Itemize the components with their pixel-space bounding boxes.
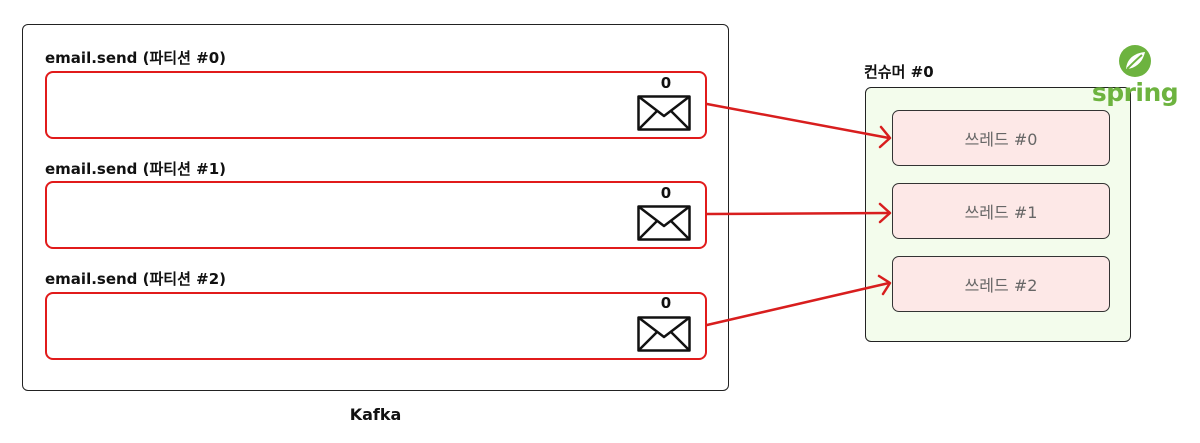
arrow-partition-0-to-thread-0 [705, 102, 891, 140]
thread-0: 쓰레드 #0 [892, 110, 1110, 166]
partition-0-message-count: 0 [660, 74, 672, 92]
consumer-label: 컨슈머 #0 [864, 63, 934, 81]
arrow-partition-1-to-thread-1 [705, 211, 891, 216]
partition-0-label: email.send (파티션 #0) [45, 49, 226, 67]
spring-logo-text: spring [1091, 78, 1179, 107]
partition-2 [45, 292, 707, 360]
arrowhead-icon [878, 125, 892, 149]
partition-2-message-count: 0 [660, 294, 672, 312]
spring-leaf-icon [1119, 45, 1151, 77]
kafka-label: Kafka [349, 405, 402, 424]
envelope-icon [637, 95, 691, 131]
partition-1-label: email.send (파티션 #1) [45, 160, 226, 178]
thread-2: 쓰레드 #2 [892, 256, 1110, 312]
envelope-icon [637, 205, 691, 241]
arrow-partition-2-to-thread-2 [705, 281, 891, 327]
arrowhead-icon [878, 202, 892, 224]
partition-1-message-count: 0 [660, 184, 672, 202]
partition-1 [45, 181, 707, 249]
spring-logo: spring [1090, 44, 1180, 110]
kafka-cluster-box [22, 24, 729, 391]
arrowhead-icon [877, 274, 892, 296]
envelope-icon [637, 316, 691, 352]
partition-0 [45, 71, 707, 139]
thread-1: 쓰레드 #1 [892, 183, 1110, 239]
partition-2-label: email.send (파티션 #2) [45, 270, 226, 288]
